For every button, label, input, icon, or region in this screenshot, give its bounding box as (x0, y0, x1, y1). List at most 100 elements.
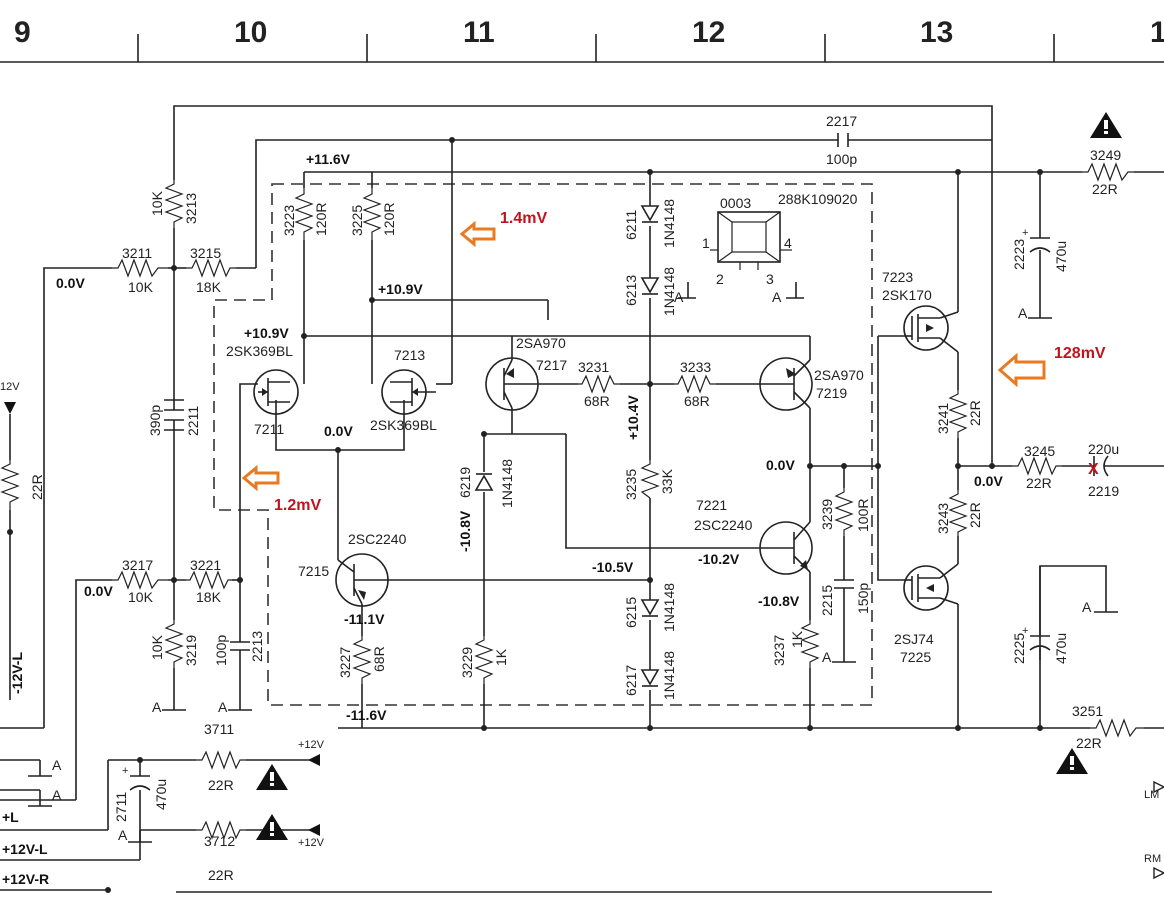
svg-text:22R: 22R (208, 867, 234, 883)
resistor-3221 (186, 570, 232, 590)
svg-text:+10.4V: +10.4V (625, 395, 641, 440)
resistor-3245 (1012, 456, 1062, 476)
capacitors: + + + (122, 227, 1109, 791)
resistor-3217 (112, 570, 168, 590)
svg-text:3235: 3235 (623, 469, 639, 500)
svg-text:2SK369BL: 2SK369BL (226, 343, 293, 359)
svg-text:150p: 150p (855, 583, 871, 614)
svg-text:3249: 3249 (1090, 147, 1121, 163)
orange-arrow-icon (997, 352, 1046, 388)
resistor-3213 (164, 180, 184, 228)
resistor-3237 (800, 620, 820, 668)
svg-text:6219: 6219 (457, 467, 473, 498)
transistor-7215 (335, 553, 390, 607)
svg-text:68R: 68R (684, 393, 710, 409)
svg-text:2SK170: 2SK170 (882, 287, 932, 303)
svg-text:68R: 68R (584, 393, 610, 409)
resistor-3243 (948, 490, 968, 536)
svg-text:1N4148: 1N4148 (661, 267, 677, 316)
measurement-1-4mv: 1.4mV (500, 210, 547, 227)
svg-text:100R: 100R (855, 499, 871, 532)
svg-text:1K: 1K (493, 648, 509, 666)
arrow-out-icon (1153, 866, 1164, 880)
transistor-7225 (903, 563, 959, 611)
svg-text:10K: 10K (128, 279, 154, 295)
svg-text:3233: 3233 (680, 359, 711, 375)
svg-text:3711: 3711 (204, 721, 234, 737)
ground-labels: A A A A A A A A A A (52, 289, 1092, 843)
svg-text:A: A (152, 699, 162, 715)
transistor-7211 (253, 369, 299, 415)
resistor-3241 (948, 390, 968, 438)
svg-text:100p: 100p (826, 151, 857, 167)
resistor-3235 (640, 460, 660, 499)
svg-text:LM: LM (1144, 789, 1159, 801)
svg-text:18K: 18K (196, 279, 222, 295)
svg-text:2SA970: 2SA970 (516, 335, 566, 351)
svg-text:2211: 2211 (185, 406, 201, 436)
svg-text:A: A (772, 289, 782, 305)
svg-text:390p: 390p (147, 405, 163, 436)
resistor-3239 (834, 488, 854, 536)
measurement-arrows (241, 220, 1046, 492)
svg-text:+11.6V: +11.6V (306, 151, 351, 167)
svg-text:RM: RM (1144, 853, 1161, 865)
svg-text:-12V-L: -12V-L (9, 652, 25, 694)
transistor-7223 (903, 305, 959, 353)
svg-text:2213: 2213 (249, 631, 265, 662)
svg-text:3712: 3712 (204, 833, 235, 849)
resistor-3231 (578, 374, 620, 394)
svg-text:4: 4 (784, 235, 792, 251)
svg-text:2SA970: 2SA970 (814, 367, 864, 383)
svg-text:-11.1V: -11.1V (344, 611, 385, 627)
svg-text:3231: 3231 (578, 359, 609, 375)
svg-text:120R: 120R (381, 203, 397, 236)
resistor-3219 (164, 620, 184, 668)
svg-text:+12V: +12V (298, 837, 325, 849)
transistor-7217 (485, 357, 539, 411)
svg-text:7213: 7213 (394, 347, 425, 363)
svg-text:6217: 6217 (623, 665, 639, 696)
svg-text:18K: 18K (196, 589, 222, 605)
svg-text:22R: 22R (1092, 181, 1118, 197)
svg-text:3211: 3211 (122, 245, 152, 261)
svg-text:3243: 3243 (935, 503, 951, 534)
svg-text:3213: 3213 (183, 193, 199, 224)
svg-text:220u: 220u (1088, 441, 1119, 457)
resistor-3233 (674, 374, 716, 394)
svg-text:2217: 2217 (826, 113, 857, 129)
dashed-module-boundary (213, 183, 873, 706)
svg-text:10K: 10K (149, 190, 165, 216)
diode-6213 (640, 277, 660, 294)
measurement-1-2mv: 1.2mV (274, 497, 321, 514)
svg-text:2711: 2711 (113, 792, 129, 822)
svg-text:3227: 3227 (337, 647, 353, 678)
svg-text:+10.9V: +10.9V (378, 281, 423, 297)
column-ruler: 9 10 11 12 13 1 (0, 16, 1164, 63)
svg-text:3251: 3251 (1072, 703, 1103, 719)
resistor-3211 (112, 258, 168, 278)
component-labels: 3213 10K 3211 10K 3215 18K 3223 120R 322… (29, 113, 1121, 883)
svg-text:6213: 6213 (623, 275, 639, 306)
svg-text:+12V-L: +12V-L (2, 841, 48, 857)
svg-text:0.0V: 0.0V (84, 583, 113, 599)
svg-text:0.0V: 0.0V (974, 473, 1003, 489)
svg-text:22R: 22R (967, 502, 983, 528)
svg-text:22R: 22R (29, 474, 45, 500)
svg-text:+: + (122, 765, 128, 777)
svg-text:470u: 470u (153, 779, 169, 810)
transistor-7213 (381, 369, 436, 415)
warning-icons (4, 112, 1164, 880)
svg-text:3: 3 (766, 271, 774, 287)
svg-text:6215: 6215 (623, 597, 639, 628)
svg-text:A: A (118, 827, 128, 843)
svg-text:0.0V: 0.0V (766, 457, 795, 473)
svg-text:2223: 2223 (1011, 239, 1027, 270)
warning-triangle-icon (256, 764, 288, 790)
diode-6217 (640, 669, 660, 686)
svg-text:A: A (674, 289, 684, 305)
svg-text:3217: 3217 (122, 557, 153, 573)
arrow-in-icon (308, 754, 320, 766)
diode-6211 (640, 205, 660, 222)
junction-dots (7, 137, 1043, 893)
